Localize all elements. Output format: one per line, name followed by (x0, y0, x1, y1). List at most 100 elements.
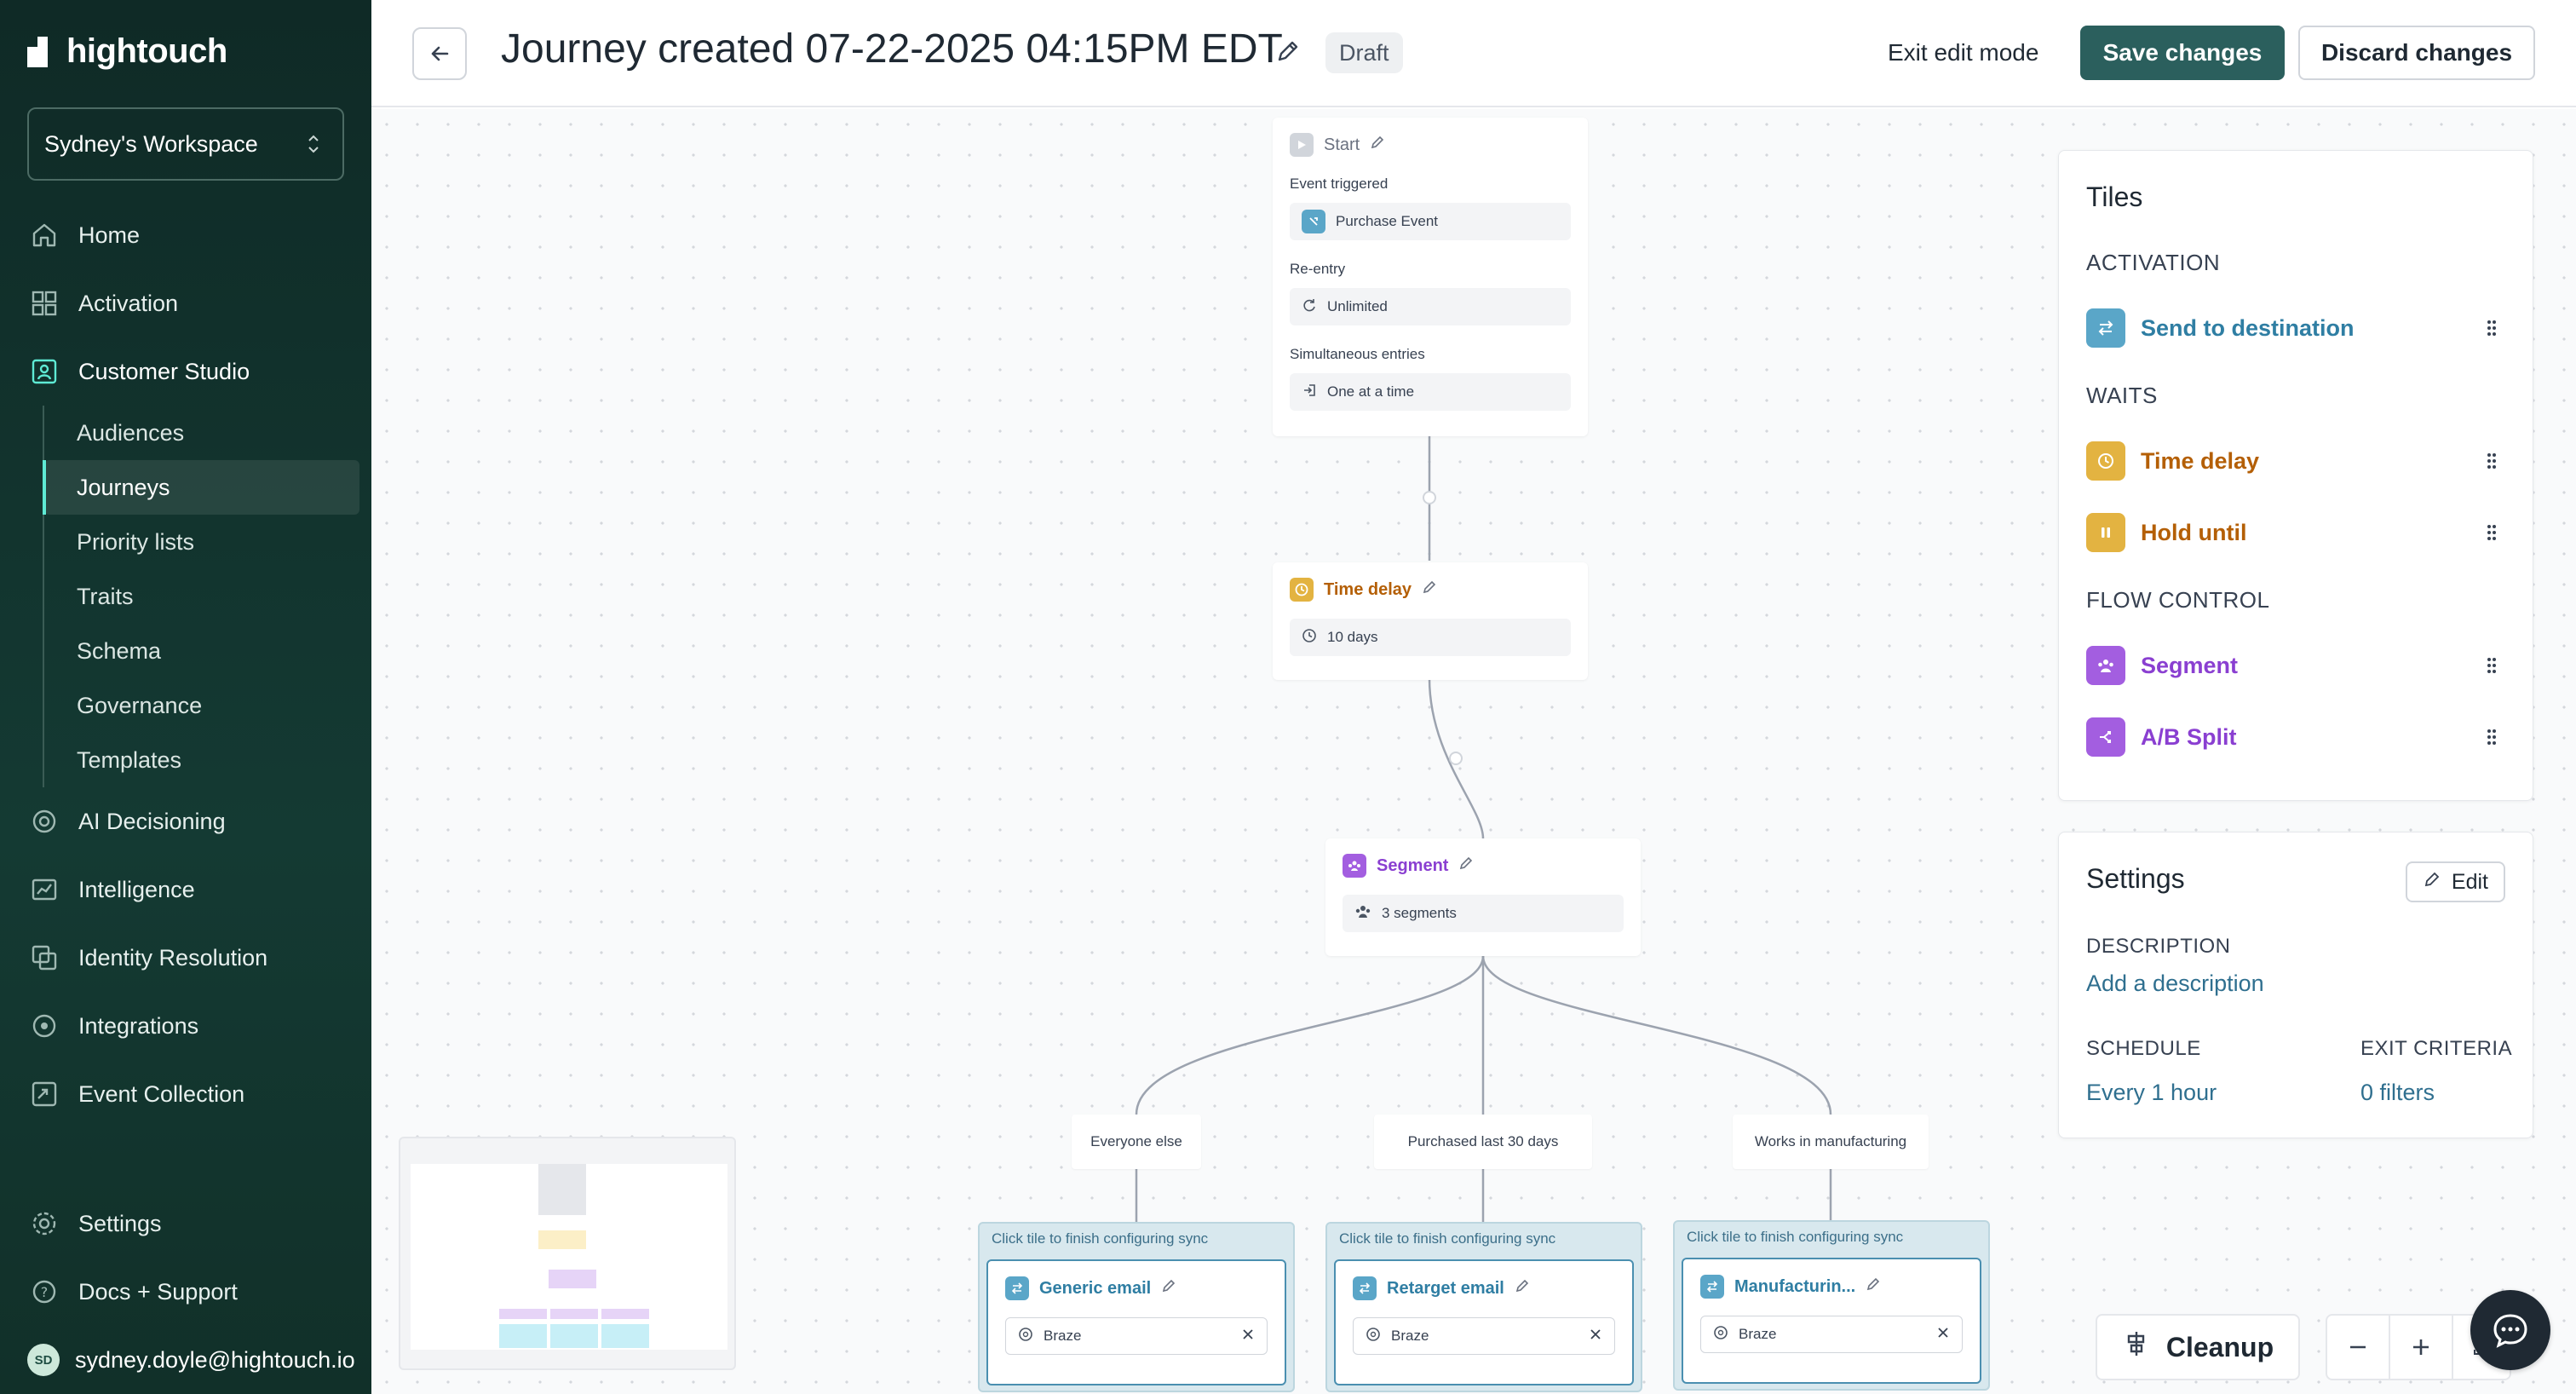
start-tile[interactable]: Start Event triggered Purchase Event Re-… (1273, 118, 1588, 436)
pencil-icon[interactable] (1515, 1278, 1530, 1299)
subnav-traits[interactable]: Traits (77, 583, 134, 609)
subnav-schema[interactable]: Schema (77, 637, 162, 664)
tile-send-to-destination[interactable]: Send to destination (2086, 308, 2505, 348)
destination-value: Braze (1044, 1328, 1082, 1344)
sync-tile-wrapper[interactable]: Click tile to finish configuring sync Re… (1325, 1222, 1642, 1392)
subnav-governance[interactable]: Governance (77, 692, 203, 718)
time-delay-tile-header: Time delay (1290, 578, 1571, 602)
schedule-value[interactable]: Every 1 hour (2086, 1080, 2217, 1105)
chat-support-button[interactable] (2470, 1290, 2550, 1370)
sync-tile-retarget-email[interactable]: Retarget email Braze (1334, 1259, 1634, 1385)
nav-settings-label: Settings (78, 1210, 162, 1236)
event-triggered-field[interactable]: Purchase Event (1290, 203, 1571, 240)
logo[interactable]: hightouch (27, 32, 227, 71)
description-label: DESCRIPTION (2086, 935, 2231, 958)
subnav-priority-lists[interactable]: Priority lists (77, 528, 195, 555)
subnav-audiences[interactable]: Audiences (77, 419, 185, 446)
nav-event-collection[interactable]: Event Collection (0, 1060, 371, 1128)
branch-label-purchased[interactable]: Purchased last 30 days (1374, 1115, 1592, 1169)
segment-tile[interactable]: Segment 3 segments (1325, 838, 1641, 956)
nav-docs-support[interactable]: ? Docs + Support (0, 1258, 371, 1326)
time-delay-field[interactable]: 10 days (1290, 619, 1571, 656)
chat-icon (2493, 1314, 2527, 1348)
sidebar: hightouch Sydney's Workspace Home Activa… (0, 0, 371, 1394)
subnav-templates[interactable]: Templates (77, 746, 182, 773)
back-button[interactable] (412, 27, 467, 80)
nav-identity-resolution[interactable]: Identity Resolution (0, 924, 371, 992)
nav-customer-studio[interactable]: Customer Studio (0, 337, 371, 406)
subnav-journeys[interactable]: Journeys (43, 460, 359, 515)
sync-tile-generic-email[interactable]: Generic email Braze (986, 1259, 1286, 1385)
tile-segment[interactable]: Segment (2086, 645, 2505, 686)
pencil-icon[interactable] (1273, 36, 1303, 71)
branch-label-everyone-else[interactable]: Everyone else (1072, 1115, 1201, 1169)
exit-edit-mode-button[interactable]: Exit edit mode (1869, 26, 2057, 80)
exit-criteria-label: EXIT CRITERIA (2360, 1037, 2513, 1060)
destination-field[interactable]: Braze (1005, 1317, 1268, 1355)
drag-handle-icon[interactable] (2485, 655, 2498, 682)
nav-ai-decisioning[interactable]: AI Decisioning (0, 787, 371, 855)
nav-activation-label: Activation (78, 290, 179, 316)
sync-tile-name: Generic email (1039, 1278, 1152, 1298)
sync-tile-manufacturing[interactable]: Manufacturin... Braze (1682, 1258, 1981, 1384)
minimap-node (601, 1324, 649, 1348)
tile-time-delay-label: Time delay (2141, 447, 2260, 474)
user-menu[interactable]: SD sydney.doyle@hightouch.io (0, 1326, 371, 1394)
discard-changes-button[interactable]: Discard changes (2298, 26, 2535, 80)
simultaneous-field[interactable]: One at a time (1290, 373, 1571, 411)
zoom-in-button[interactable] (2389, 1314, 2453, 1380)
nav-settings[interactable]: Settings (0, 1190, 371, 1258)
settings-panel: Settings Edit DESCRIPTION Add a descript… (2058, 832, 2533, 1138)
add-description-link[interactable]: Add a description (2086, 971, 2264, 996)
zoom-out-button[interactable] (2326, 1314, 2390, 1380)
branch-label-manufacturing[interactable]: Works in manufacturing (1733, 1115, 1929, 1169)
time-delay-value: 10 days (1327, 629, 1378, 645)
nav-integrations[interactable]: Integrations (0, 992, 371, 1060)
workspace-selector[interactable]: Sydney's Workspace (27, 107, 344, 181)
save-changes-button[interactable]: Save changes (2080, 26, 2285, 80)
close-icon[interactable] (1241, 1328, 1255, 1345)
minimap[interactable] (399, 1137, 736, 1370)
chevron-up-down-icon (307, 132, 320, 157)
play-icon (1290, 133, 1314, 157)
close-icon[interactable] (1936, 1326, 1950, 1344)
pencil-icon[interactable] (1866, 1276, 1881, 1297)
drag-handle-icon[interactable] (2485, 522, 2498, 549)
avatar: SD (27, 1344, 60, 1376)
nav-activation[interactable]: Activation (0, 269, 371, 337)
nav-customer-studio-label: Customer Studio (78, 358, 250, 384)
nav-docs-label: Docs + Support (78, 1278, 238, 1305)
exit-criteria-value[interactable]: 0 filters (2360, 1080, 2435, 1105)
reentry-field[interactable]: Unlimited (1290, 288, 1571, 325)
sync-tile-wrapper[interactable]: Click tile to finish configuring sync Ge… (978, 1222, 1295, 1392)
pencil-icon[interactable] (1422, 579, 1437, 600)
drag-handle-icon[interactable] (2485, 318, 2498, 344)
drag-handle-icon[interactable] (2485, 727, 2498, 753)
edit-settings-button[interactable]: Edit (2405, 861, 2505, 902)
segment-field[interactable]: 3 segments (1343, 895, 1624, 932)
nav-home[interactable]: Home (0, 201, 371, 269)
destination-field[interactable]: Braze (1700, 1316, 1963, 1353)
tile-hold-until[interactable]: Hold until (2086, 512, 2505, 553)
refresh-icon (1302, 297, 1317, 317)
pencil-icon[interactable] (1370, 135, 1385, 155)
help-icon: ? (29, 1276, 60, 1307)
status-badge: Draft (1325, 32, 1403, 73)
sync-note: Click tile to finish configuring sync (1339, 1230, 1556, 1247)
time-delay-tile[interactable]: Time delay 10 days (1273, 562, 1588, 680)
sync-tile-wrapper[interactable]: Click tile to finish configuring sync Ma… (1673, 1220, 1990, 1391)
tile-time-delay[interactable]: Time delay (2086, 441, 2505, 481)
tile-ab-split[interactable]: A/B Split (2086, 717, 2505, 757)
destination-field[interactable]: Braze (1353, 1317, 1615, 1355)
pencil-icon[interactable] (1458, 855, 1474, 876)
segment-icon (2086, 646, 2125, 685)
pencil-icon[interactable] (1161, 1278, 1176, 1299)
sync-tile-name: Retarget email (1387, 1278, 1504, 1298)
destination-value-wrap: Braze (1366, 1327, 1429, 1346)
send-destination-icon (1005, 1276, 1029, 1300)
cleanup-button[interactable]: Cleanup (2096, 1314, 2300, 1380)
drag-handle-icon[interactable] (2485, 451, 2498, 477)
nav-intelligence[interactable]: Intelligence (0, 855, 371, 924)
clock-icon (2086, 441, 2125, 481)
close-icon[interactable] (1589, 1328, 1602, 1345)
